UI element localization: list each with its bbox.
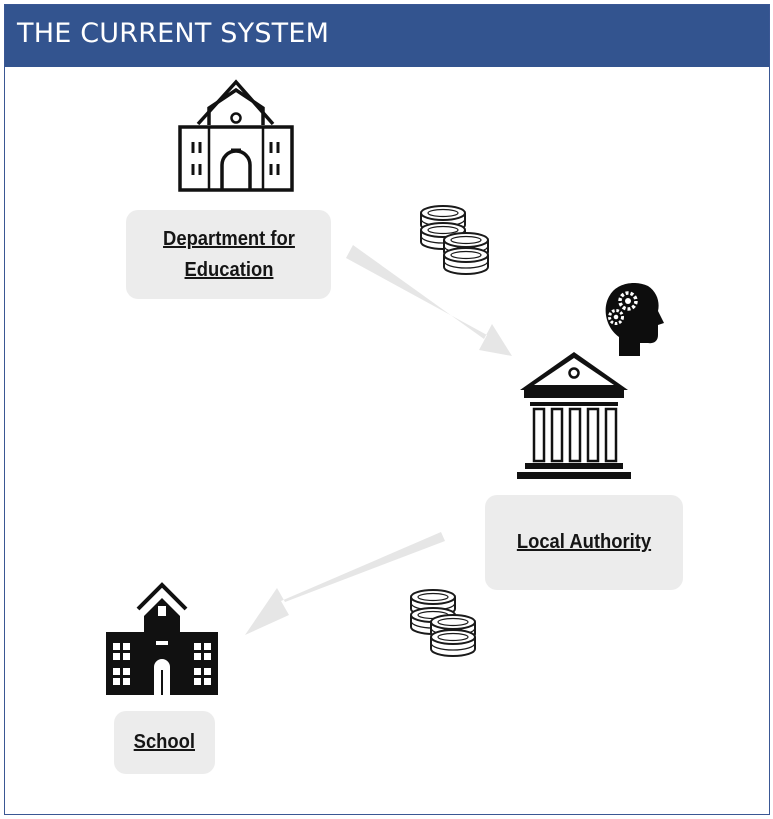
flow-arrow-la-to-school [245,532,445,635]
school-building-solid-icon [106,582,218,695]
node-school: School [114,711,215,774]
node-label-school: School [133,731,196,753]
page-title: THE CURRENT SYSTEM [17,18,330,49]
diagram-canvas [106,79,664,695]
node-label-la: Local Authority [516,531,652,553]
head-gears-icon [605,283,664,356]
school-building-outline-icon [178,79,294,192]
node-local-authority: Local Authority [485,495,683,590]
node-department-for-education: Department for Education [126,210,331,299]
flow-arrow-dfe-to-la [346,245,512,356]
coins-icon [420,205,489,275]
node-label-dfe: Department for Education [162,227,295,281]
header-bar: THE CURRENT SYSTEM [5,5,769,67]
coins-icon [410,589,476,657]
diagram-frame: THE CURRENT SYSTEM [4,4,770,815]
government-building-icon [517,352,631,479]
